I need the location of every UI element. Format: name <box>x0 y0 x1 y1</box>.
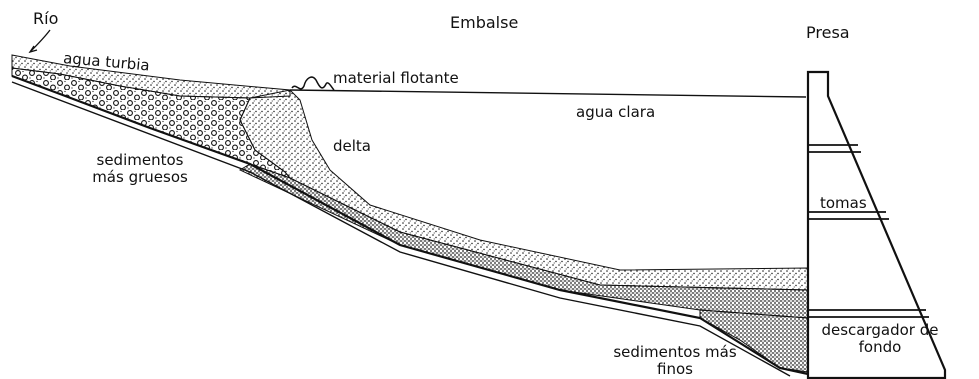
label-descargador-line2: fondo <box>810 339 950 356</box>
label-sedimentos-gruesos-line1: sedimentos <box>75 152 205 169</box>
water-surface <box>290 90 806 97</box>
label-delta: delta <box>333 138 371 155</box>
label-tomas: tomas <box>820 195 867 212</box>
label-agua-clara: agua clara <box>576 104 655 121</box>
delta-deposit <box>240 90 808 290</box>
river-arrow-icon <box>30 30 50 52</box>
label-sedimentos-finos-line1: sedimentos más <box>600 344 750 361</box>
label-sedimentos-gruesos: sedimentos más gruesos <box>75 152 205 186</box>
label-sedimentos-gruesos-line2: más gruesos <box>75 169 205 186</box>
label-sedimentos-finos: sedimentos más finos <box>600 344 750 378</box>
label-descargador-line1: descargador de <box>810 322 950 339</box>
floating-material-icon <box>292 77 334 90</box>
diagram-title: Embalse <box>450 14 518 31</box>
label-sedimentos-finos-line2: finos <box>600 361 750 378</box>
label-rio: Río <box>33 10 58 27</box>
label-descargador-fondo: descargador de fondo <box>810 322 950 356</box>
label-material-flotante: material flotante <box>333 70 459 87</box>
label-presa: Presa <box>806 24 850 41</box>
